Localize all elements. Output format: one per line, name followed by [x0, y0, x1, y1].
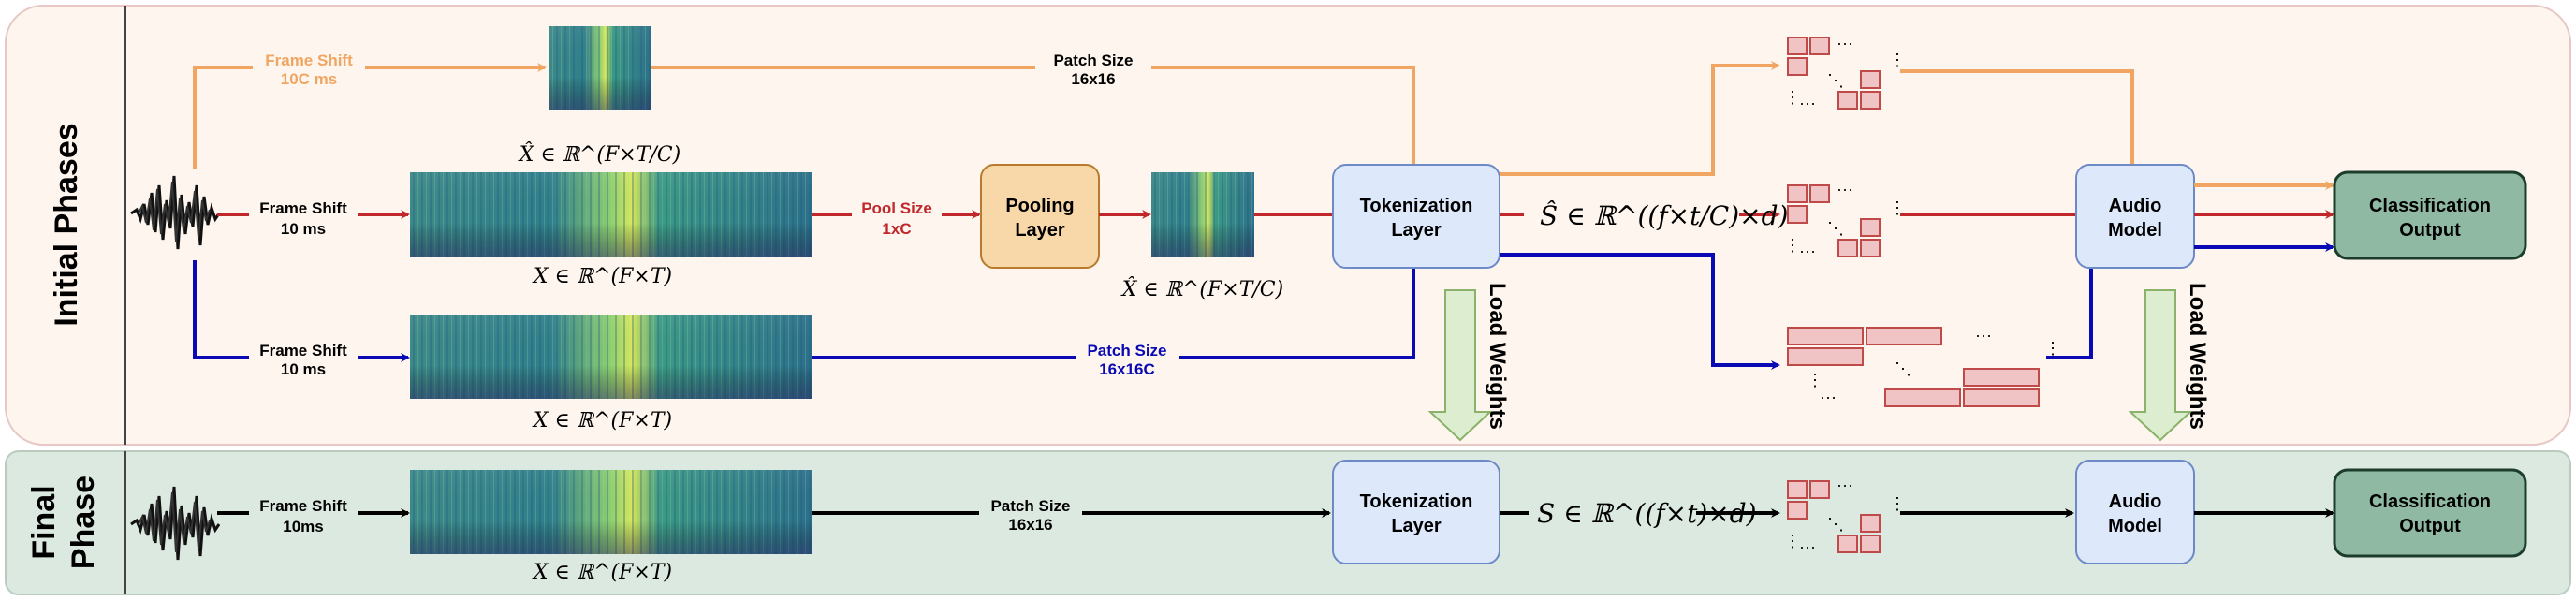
patch-grid-top: ··· ⋮ ⋱ ⋮ ···: [1784, 34, 1906, 112]
classification-output-block: [2333, 170, 2527, 260]
blue-label-bg: [249, 339, 358, 380]
final-audio-model-label-1: Audio: [2109, 491, 2162, 512]
vdots-top-left: ⋮: [1784, 88, 1801, 107]
final-audio-model-block: [2075, 460, 2195, 564]
ddots-wide: ⋱: [1895, 359, 1911, 378]
final-tokenization-label-1: Tokenization: [1360, 491, 1473, 512]
xhat-pooled-formula: X̂ ∈ ℝ^(F×T/C): [1120, 277, 1283, 301]
ddots-mid: ⋱: [1827, 219, 1844, 238]
dots-top: ···: [1837, 34, 1853, 52]
blue-frame-shift-value: 10 ms: [281, 360, 326, 378]
dots-top-bottom: ···: [1799, 94, 1816, 112]
xhat-top-formula: X̂ ∈ ℝ^(F×T/C): [518, 142, 681, 167]
orange-frame-shift-value: 10C ms: [281, 70, 337, 88]
audio-model-block: [2075, 164, 2195, 269]
tokenization-layer-block: [1332, 164, 1500, 269]
pooling-layer-label-2: Layer: [1015, 220, 1065, 241]
pool-size-label: Pool Size: [861, 199, 932, 217]
dots-final-bottom: ···: [1799, 537, 1816, 556]
load-weights-label-2: Load Weights: [2185, 283, 2210, 430]
final-tokenization-layer-block: [1332, 460, 1500, 564]
final-audio-model-label-2: Model: [2108, 516, 2162, 536]
final-patch-label: Patch Size: [990, 497, 1070, 515]
final-patch-bg: [979, 494, 1082, 535]
patch-size-top-label: Patch Size: [1053, 51, 1133, 69]
red-label-bg: [249, 197, 358, 238]
tokenization-layer-label-1: Tokenization: [1360, 196, 1473, 216]
final-frame-shift-value: 10ms: [283, 518, 323, 535]
dots-mid-bottom: ···: [1799, 242, 1816, 260]
orange-frame-shift-label: Frame Shift: [265, 51, 353, 69]
dots-wide: ···: [1975, 326, 1992, 344]
blue-frame-shift-label: Frame Shift: [259, 342, 347, 359]
final-tokenization-label-2: Layer: [1391, 516, 1442, 536]
patch-grid-final: ··· ⋮ ⋱ ⋮ ···: [1784, 476, 1906, 556]
load-weights-arrow-2: [2128, 289, 2193, 442]
orange-frame-shift-arrow: [193, 63, 547, 169]
audio-model-label-1: Audio: [2109, 196, 2162, 216]
spectrogram-pooled: [1151, 172, 1254, 257]
pool-size-bg: [852, 197, 942, 238]
ddots-top: ⋱: [1827, 71, 1844, 90]
spectrogram-final: [410, 470, 812, 554]
pooling-layer-label-1: Pooling: [1005, 196, 1074, 216]
patch-grid-wide: ··· ⋮ ⋱ ⋮ ···: [1787, 326, 2061, 407]
spectrogram-blue: [410, 315, 812, 399]
patch-size-blue-bg: [1076, 339, 1179, 380]
patch-size-blue-value: 16x16C: [1099, 360, 1155, 378]
final-phase-label-line2: Phase: [66, 476, 101, 569]
patch-size-top-bg: [1035, 49, 1151, 88]
red-frame-shift-label: Frame Shift: [259, 199, 347, 217]
classification-output-label-2: Output: [2399, 220, 2461, 241]
patch-size-blue-label: Patch Size: [1087, 342, 1166, 359]
final-frame-shift-label: Frame Shift: [259, 497, 347, 515]
red-frame-shift-value: 10 ms: [281, 220, 326, 238]
final-label-bg: [249, 494, 358, 535]
blue-patch-line: [812, 268, 1415, 359]
dots-wide-bottom: ···: [1820, 388, 1837, 406]
final-classification-output-block: [2333, 468, 2527, 558]
final-patch-value: 16x16: [1008, 516, 1052, 534]
final-classification-label-2: Output: [2399, 516, 2461, 536]
tokenization-layer-label-2: Layer: [1391, 220, 1442, 241]
classification-output-label-1: Classification: [2369, 196, 2491, 216]
final-classification-label-1: Classification: [2369, 491, 2491, 512]
x-red-formula: X ∈ ℝ^(F×T): [532, 265, 672, 288]
orange-token-arrow: [1500, 61, 1780, 176]
dots-final: ···: [1837, 476, 1853, 494]
spectrogram-red: [410, 172, 812, 257]
x-final-formula: X ∈ ℝ^(F×T): [532, 561, 672, 584]
initial-phases-label: Initial Phases: [49, 123, 84, 326]
vdots-wide: ⋮: [2044, 339, 2061, 358]
ddots-final: ⋱: [1827, 515, 1844, 534]
orange-patch-line: [651, 66, 1415, 167]
orange-label-bg: [253, 49, 365, 88]
pooling-layer-block: [980, 164, 1100, 269]
patch-size-top-value: 16x16: [1071, 70, 1115, 88]
vdots-final: ⋮: [1889, 494, 1906, 513]
vdots-final-left: ⋮: [1784, 532, 1801, 550]
pool-size-value: 1xC: [882, 220, 911, 238]
load-weights-label-1: Load Weights: [1485, 283, 1510, 430]
vdots-top: ⋮: [1889, 51, 1906, 69]
blue-token-arrow: [1500, 253, 1780, 370]
load-weights-arrow-1: [1427, 289, 1493, 442]
vdots-wide-left: ⋮: [1807, 371, 1823, 389]
audio-model-label-2: Model: [2108, 220, 2162, 241]
final-phase-label-line1: Final: [26, 485, 62, 559]
vdots-mid-left: ⋮: [1784, 236, 1801, 255]
shat-formula: Ŝ ∈ ℝ^((f×t/C)×d): [1540, 199, 1788, 231]
spectrogram-small-top: [549, 26, 651, 110]
orange-to-audio-line: [1900, 69, 2134, 165]
dots-mid: ···: [1837, 180, 1853, 198]
x-blue-formula: X ∈ ℝ^(F×T): [532, 409, 672, 432]
blue-to-audio-line: [2046, 268, 2093, 359]
